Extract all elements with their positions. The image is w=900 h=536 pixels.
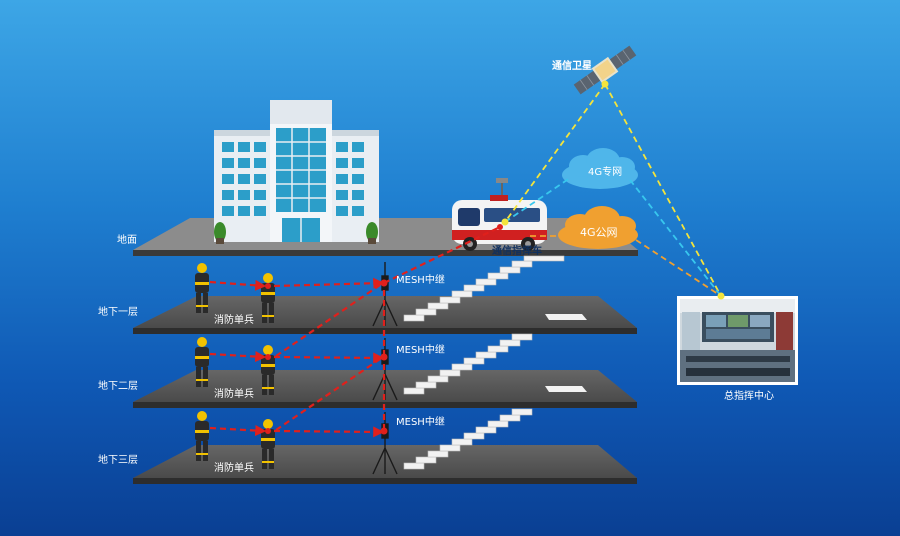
command-center-photo [677, 296, 798, 385]
mesh-relay-label-b1: MESH中继 [396, 275, 445, 286]
firefighter-icon [195, 411, 209, 461]
cloud-4g-public-label: 4G公网 [580, 226, 618, 239]
4g-private-links [504, 177, 722, 297]
floor-b1-label: 地下一层 [98, 307, 138, 318]
firefighter-icon [195, 263, 209, 313]
ground-label: 地面 [117, 235, 137, 246]
office-building [214, 100, 379, 244]
cloud-4g-private-label: 4G专网 [588, 167, 623, 178]
mesh-relay-b3 [372, 412, 398, 475]
mesh-link-nodes [265, 224, 503, 435]
satellite-label: 通信卫星 [552, 61, 592, 72]
satellite-links [504, 83, 722, 297]
firefighter-icon [195, 337, 209, 387]
stairs-b2-b3 [403, 408, 533, 470]
firefighter-icon [261, 419, 275, 469]
mesh-relay-label-b3: MESH中继 [396, 417, 445, 428]
firefighter-icon [261, 345, 275, 395]
cloud-4g-public [558, 206, 638, 249]
firefighter-label-b3: 消防单兵 [214, 463, 254, 474]
floor-b3-label: 地下三层 [98, 455, 138, 466]
vehicle-label: 通信指挥车 [492, 246, 542, 257]
firefighter-label-b2: 消防单兵 [214, 389, 254, 400]
command-vehicle [452, 178, 547, 251]
tree-right [366, 222, 378, 244]
link-nodes [501, 80, 725, 300]
mesh-relay-label-b2: MESH中继 [396, 345, 445, 356]
firefighter-icon [261, 273, 275, 323]
stairs-b1-b2 [403, 333, 533, 395]
cloud-4g-private [562, 148, 638, 189]
mesh-links [209, 226, 501, 438]
4g-public-links [530, 235, 722, 297]
satellite [573, 45, 637, 95]
tree-left [214, 222, 226, 244]
floor-b2-label: 地下二层 [98, 381, 138, 392]
firefighter-label-b1: 消防单兵 [214, 315, 254, 326]
command-center-label: 总指挥中心 [724, 391, 774, 402]
stairs-ground-b1 [403, 255, 565, 322]
